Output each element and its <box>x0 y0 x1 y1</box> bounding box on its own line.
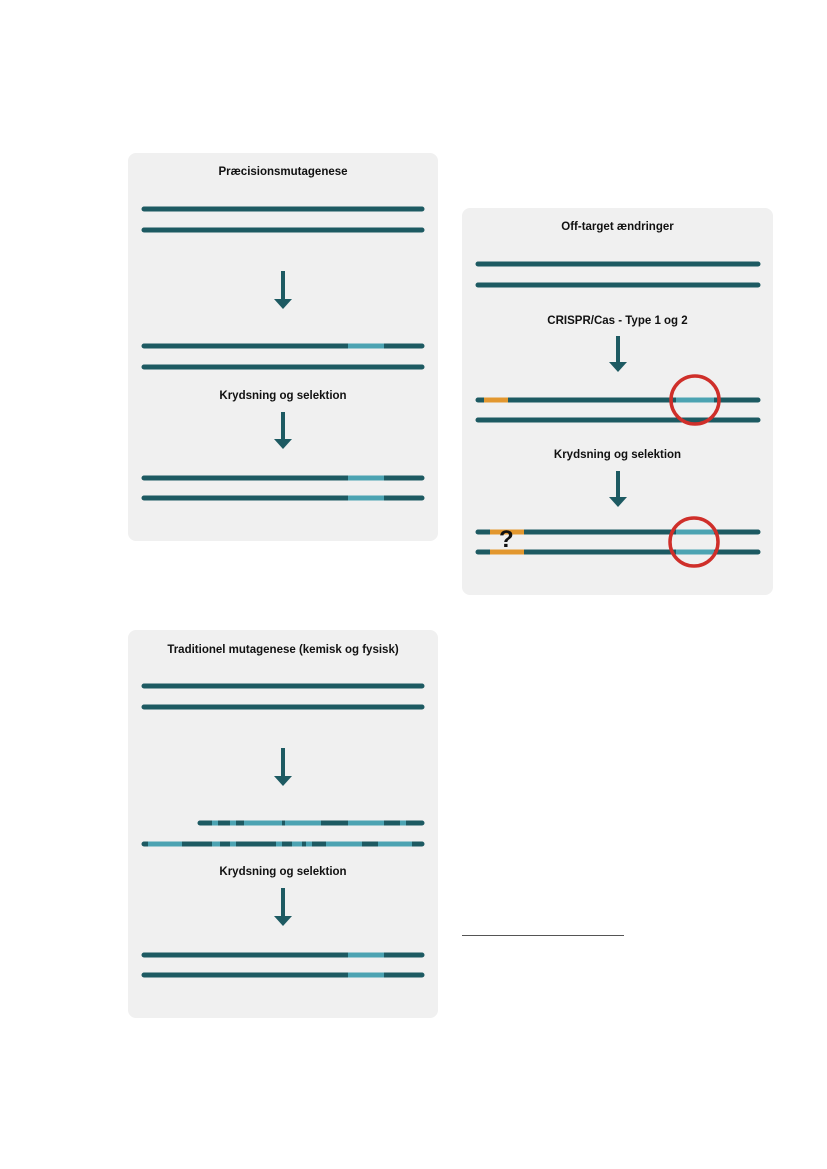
mutation-segment <box>292 841 302 847</box>
panel-title: Præcisionsmutagenese <box>218 166 348 178</box>
edit-segment <box>676 529 714 535</box>
highlight-circle <box>668 516 720 568</box>
offtarget-segment <box>484 397 508 403</box>
dna-selected <box>141 952 425 978</box>
mutation-segment <box>400 820 406 826</box>
mutation-segment <box>348 820 384 826</box>
down-arrow-icon <box>274 888 292 926</box>
step-label: Krydsning og selektion <box>219 866 347 878</box>
dna-edited <box>141 343 425 370</box>
highlight-circle <box>669 374 721 426</box>
offtarget-panel: Off-target ændringer CRI <box>462 208 773 595</box>
mutation-segment <box>148 841 182 847</box>
dna-mutated <box>141 820 425 847</box>
panel-title: Off-target ændringer <box>561 221 674 233</box>
edit-segment <box>348 495 384 501</box>
mutation-segment <box>230 841 236 847</box>
edit-segment <box>348 475 384 481</box>
offtarget-diagram <box>475 261 761 568</box>
mutation-segment <box>212 841 220 847</box>
dna-original <box>141 206 425 501</box>
edit-segment <box>676 397 714 403</box>
dna-selected <box>141 475 425 501</box>
edit-segment <box>348 952 384 958</box>
traditional-diagram <box>141 683 425 978</box>
mutation-segment <box>285 820 321 826</box>
mutation-segment <box>276 841 282 847</box>
mutation-segment <box>230 820 236 826</box>
step-label: Krydsning og selektion <box>553 449 682 461</box>
down-arrow-icon <box>274 271 292 309</box>
mutation-segment <box>244 820 282 826</box>
offtarget-segment <box>490 549 524 555</box>
edit-segment <box>348 972 384 978</box>
step-label: Krydsning og selektion <box>219 390 347 402</box>
down-arrow-icon <box>274 412 292 449</box>
footnote-rule <box>462 935 624 936</box>
mutation-segment <box>378 841 412 847</box>
offtarget-segment <box>490 529 524 535</box>
dna-selected <box>475 516 761 568</box>
traditional-mutagenesis-panel: Traditionel mutagenese (kemisk og fysisk… <box>128 630 438 1018</box>
down-arrow-icon <box>274 748 292 786</box>
unknown-mark: ? <box>499 526 514 553</box>
edit-segment <box>348 343 384 349</box>
mutation-segment <box>306 841 312 847</box>
precision-mutagenesis-panel: Præcisionsmutagenese Krydsning og selekt… <box>128 153 438 541</box>
panel-title: Traditionel mutagenese (kemisk og fysisk… <box>167 644 399 656</box>
mutation-segment <box>212 820 218 826</box>
mutation-segment <box>326 841 362 847</box>
down-arrow-icon <box>609 471 627 507</box>
edit-segment <box>676 549 714 555</box>
dna-edited <box>475 374 761 426</box>
down-arrow-icon <box>609 336 627 372</box>
method-label: CRISPR/Cas - Type 1 og 2 <box>547 315 688 327</box>
